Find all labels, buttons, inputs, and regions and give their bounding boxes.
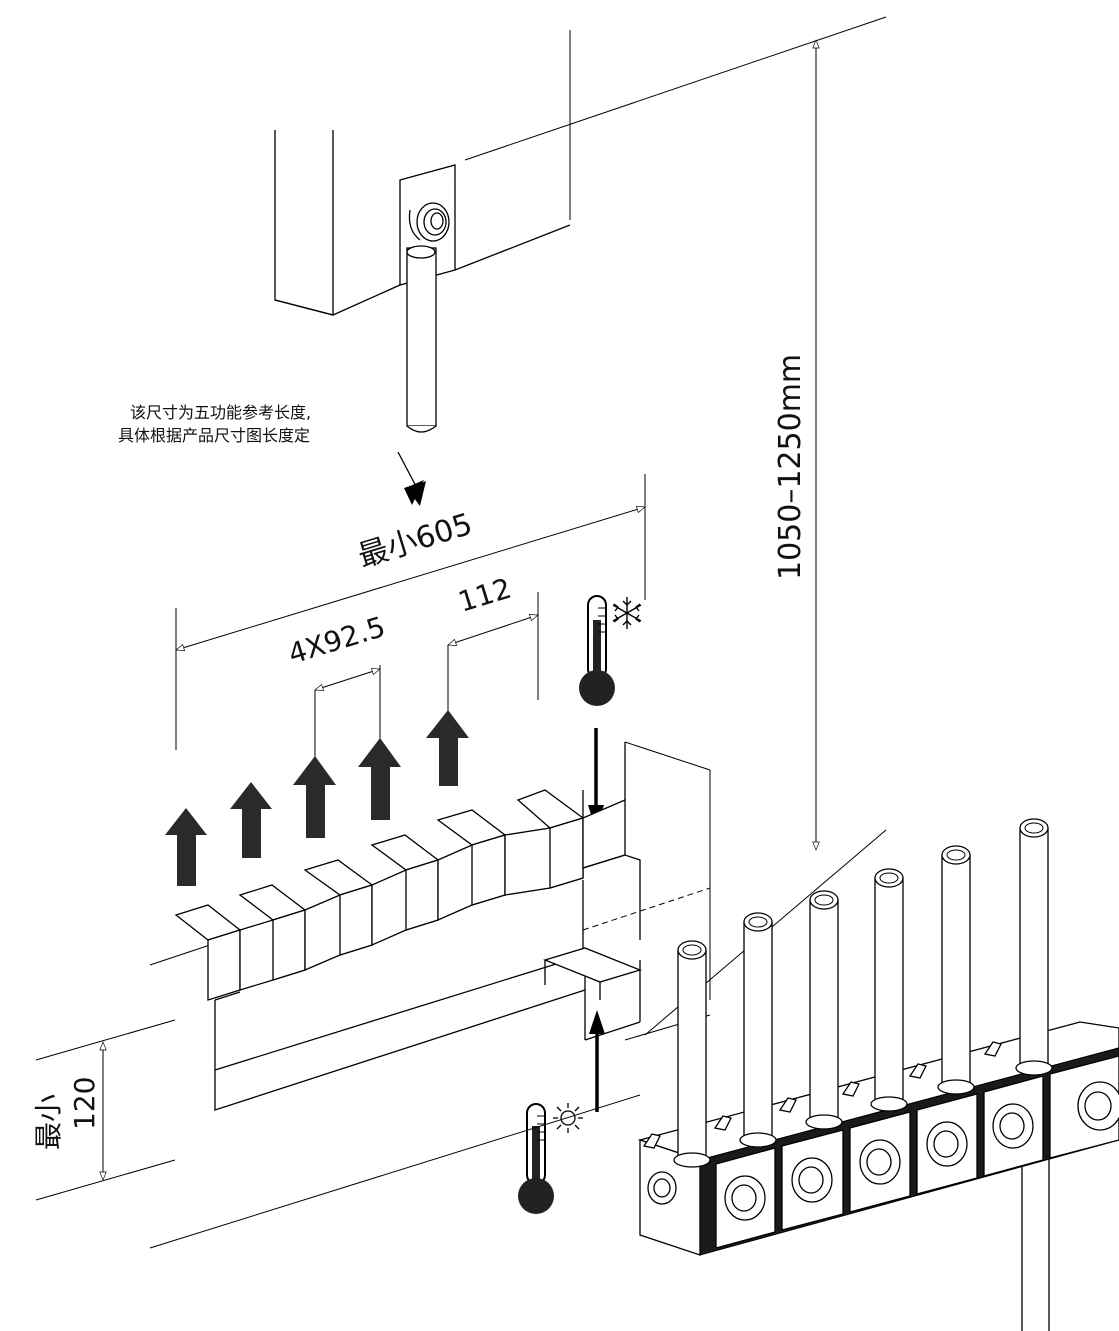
manifold-end-cap	[647, 1171, 677, 1205]
dimension-spacing: 4X92.5	[284, 610, 389, 770]
outlet-pocket-3	[303, 859, 374, 971]
outlet-arrow-4	[358, 738, 401, 820]
outlet-riser-6	[1015, 818, 1053, 1076]
snowflake-icon	[612, 597, 642, 629]
valve-module-6	[1049, 1055, 1119, 1159]
outlet-pocket-1	[174, 904, 242, 1001]
note-callout: 该尺寸为五功能参考长度, 具体根据产品尺寸图长度定	[118, 403, 426, 506]
outlet-pocket-6	[504, 789, 585, 896]
valve-module-2	[781, 1129, 844, 1231]
dimension-label-depth-min: 最小	[32, 1094, 65, 1150]
wall-outlet-elbow	[408, 202, 450, 242]
dimension-depth: 最小 120	[32, 1041, 107, 1181]
outlet-flow-arrows	[165, 710, 469, 886]
dimension-label-depth-value: 120	[68, 1077, 101, 1130]
valve-module-3	[849, 1111, 911, 1213]
outlet-riser-5	[937, 845, 975, 1095]
note-line-2: 具体根据产品尺寸图长度定	[118, 426, 310, 445]
thermometer-cold-icon	[579, 595, 615, 706]
outlet-pocket-4	[370, 834, 440, 946]
mounting-tabs	[642, 1041, 1002, 1149]
dimension-total-width: 最小605	[175, 474, 646, 750]
valve-module-4	[916, 1093, 978, 1195]
outlet-riser-1	[673, 940, 711, 1168]
outlet-arrow-5	[426, 710, 469, 786]
dimension-height: 1050–1250mm	[773, 39, 820, 851]
outlet-riser-2	[739, 912, 777, 1148]
dimension-label-height: 1050–1250mm	[773, 354, 808, 580]
valve-module-1	[715, 1147, 776, 1249]
valve-module-5	[983, 1075, 1044, 1177]
outlet-arrow-1	[165, 808, 207, 886]
thermometer-hot-icon	[518, 1103, 554, 1214]
dimension-label-spacing: 4X92.5	[284, 610, 389, 671]
outlet-riser-3	[805, 890, 843, 1130]
cold-inlet	[579, 595, 642, 830]
upper-wall-section	[274, 16, 887, 433]
dimension-label-last-spacing: 112	[454, 572, 515, 619]
hot-inflow-arrow	[589, 1010, 605, 1034]
note-line-1: 该尺寸为五功能参考长度,	[130, 403, 311, 422]
outlet-arrow-2	[230, 782, 272, 858]
valve-manifold	[637, 818, 1119, 1331]
sun-icon	[553, 1103, 583, 1133]
hot-inlet	[518, 1010, 605, 1214]
outlet-pocket-2	[238, 884, 307, 991]
wall-recess	[35, 741, 887, 1249]
outlet-riser-4	[870, 868, 908, 1112]
outlet-pocket-5	[436, 809, 507, 921]
outlet-arrow-3	[293, 756, 336, 838]
dimension-last-spacing: 112	[447, 572, 539, 720]
